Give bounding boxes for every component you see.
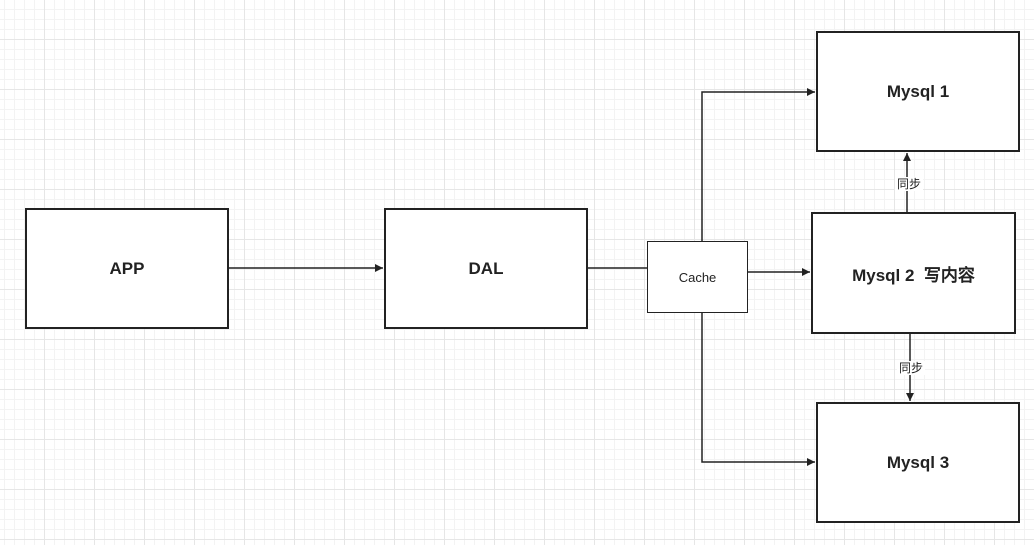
- mysql3-node: Mysql 3: [816, 402, 1020, 523]
- edge-cache-to-mysql3: [701, 312, 815, 466]
- cache-node-label: Cache: [678, 269, 717, 285]
- mysql2-node: Mysql 2 写内容: [811, 212, 1016, 334]
- app-node: APP: [25, 208, 229, 329]
- dal-node-label: DAL: [468, 258, 504, 278]
- mysql2-node-label: Mysql 2 写内容: [852, 265, 975, 285]
- dal-node: DAL: [384, 208, 588, 329]
- sync-label-lower: 同步: [897, 361, 926, 375]
- sync-label-upper: 同步: [895, 177, 924, 191]
- cache-node: Cache: [647, 241, 748, 313]
- mysql1-node-label: Mysql 1: [886, 81, 950, 101]
- mysql3-node-label: Mysql 3: [886, 452, 950, 472]
- edge-cache-to-mysql1: [701, 88, 815, 241]
- mysql1-node: Mysql 1: [816, 31, 1020, 152]
- app-node-label: APP: [109, 258, 145, 278]
